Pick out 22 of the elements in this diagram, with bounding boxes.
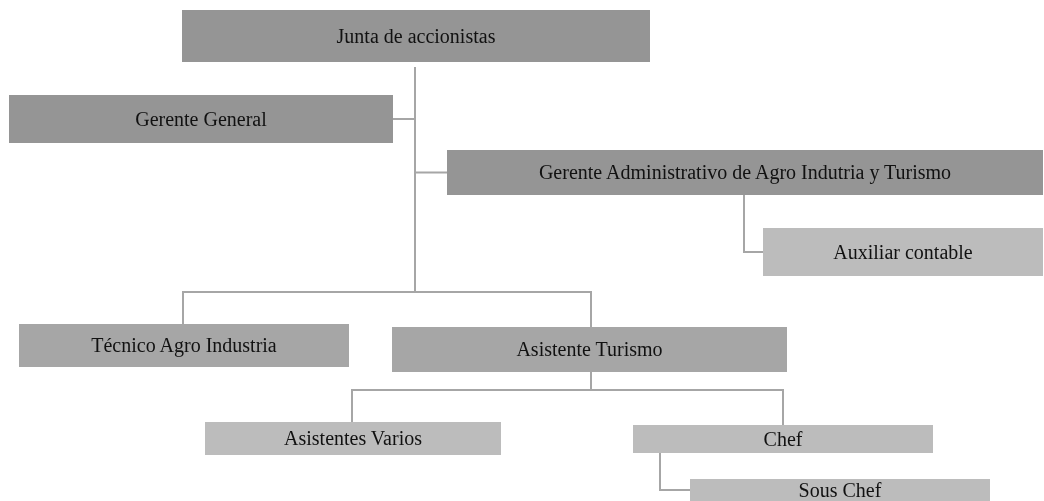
connector-line	[743, 194, 764, 253]
box-label: Auxiliar contable	[833, 239, 973, 265]
connector-line	[590, 371, 784, 426]
org-box	[182, 10, 650, 62]
box-label: Asistentes Varios	[284, 426, 422, 451]
box-label: Técnico Agro Industria	[91, 333, 277, 358]
org-box	[633, 425, 933, 453]
org-box	[447, 150, 1043, 195]
connector-line	[414, 66, 592, 328]
org-box	[9, 95, 393, 143]
org-box	[763, 228, 1043, 276]
org-box	[205, 422, 501, 455]
box-label: Gerente Administrativo de Agro Indutria y Turismo	[538, 160, 952, 185]
org-box	[690, 479, 990, 501]
box-label: Chef	[763, 426, 803, 452]
box-label: Sous Chef	[798, 477, 882, 501]
box-label: Asistente Turismo	[516, 337, 663, 362]
org-box	[392, 327, 787, 372]
org-box	[19, 324, 349, 367]
box-label: Junta de accionistas	[336, 23, 496, 49]
connector-line	[659, 452, 691, 491]
box-label: Gerente General	[135, 106, 267, 132]
